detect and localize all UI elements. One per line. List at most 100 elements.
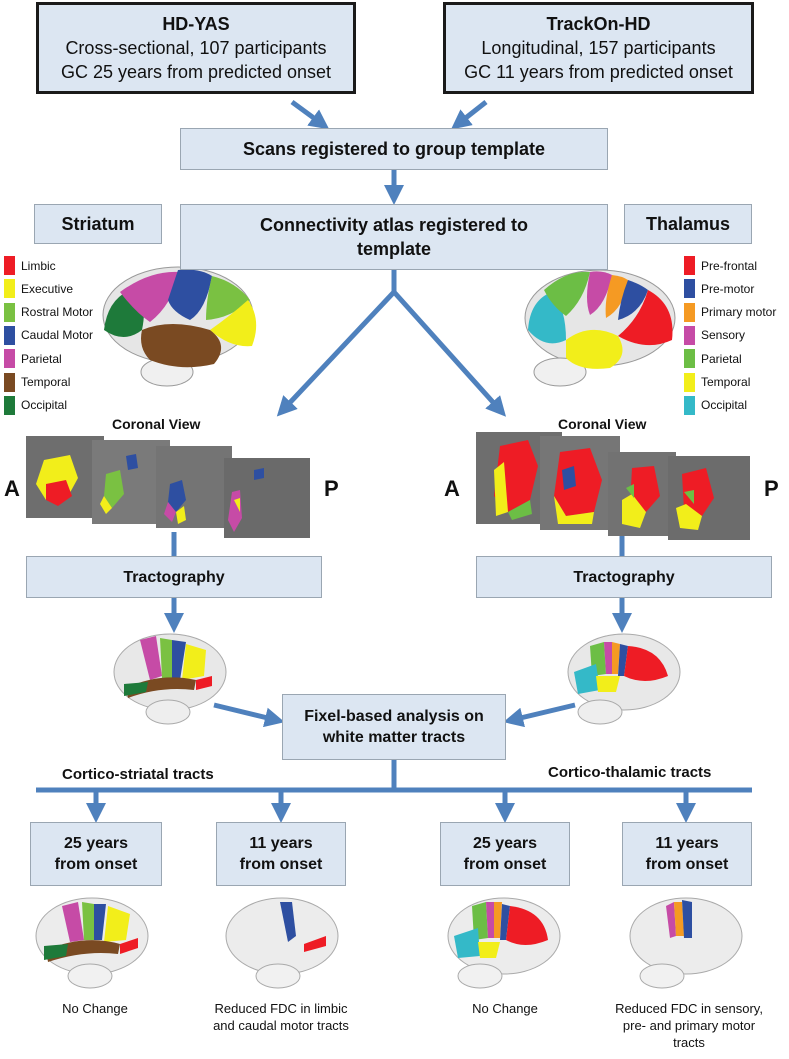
- legend-item: Executive: [4, 279, 74, 299]
- fixel-line1: Fixel-based analysis on: [304, 708, 484, 725]
- fixel-line2: white matter tracts: [322, 729, 466, 746]
- atlas-line1: Connectivity atlas registered to: [259, 215, 529, 235]
- legend-item: Temporal: [684, 372, 751, 392]
- tractography-box-left: Tractography: [26, 556, 322, 598]
- fixel-analysis-box: Fixel-based analysis on white matter tra…: [282, 694, 506, 760]
- atlas-box: Connectivity atlas registered to templat…: [180, 204, 608, 270]
- coronal-slices-left: [26, 436, 310, 538]
- legend-item: Occipital: [4, 395, 67, 415]
- legend-label: Temporal: [701, 375, 751, 389]
- legend-swatch: [684, 325, 695, 345]
- tracto-brain-left: [113, 633, 227, 725]
- outcome-1-caption-line1: No Change: [62, 1001, 128, 1016]
- brain-atlas-left: [102, 266, 257, 387]
- outcome-4-caption-line1: Reduced FDC in sensory,: [615, 1001, 763, 1016]
- outcome-1-line2: from onset: [54, 856, 138, 873]
- outcome-4-line2: from onset: [645, 856, 729, 873]
- tractography-box-right: Tractography: [476, 556, 772, 598]
- outcome-4-caption: Reduced FDC in sensory, pre- and primary…: [594, 1000, 784, 1051]
- legend-item: Parietal: [4, 349, 62, 369]
- legend-item: Sensory: [684, 325, 746, 345]
- outcome-box-1: 25 years from onset: [30, 822, 162, 886]
- legend-swatch: [684, 302, 695, 322]
- outcome-box-3: 25 years from onset: [440, 822, 570, 886]
- outcome-1-line1: 25 years: [63, 835, 129, 852]
- outcome-3-caption: No Change: [430, 1000, 580, 1017]
- outcome-brain-1: [35, 897, 149, 989]
- trackon-line2: GC 11 years from predicted onset: [464, 62, 733, 82]
- legend-item: Parietal: [684, 349, 742, 369]
- trackon-title: TrackOn-HD: [546, 14, 651, 34]
- outcome-2-caption-line2: and caudal motor tracts: [213, 1018, 349, 1033]
- legend-swatch: [684, 279, 695, 299]
- outcome-3-caption-line1: No Change: [472, 1001, 538, 1016]
- register-box: Scans registered to group template: [180, 128, 608, 170]
- legend-swatch: [4, 372, 15, 392]
- hdyas-line2: GC 25 years from predicted onset: [60, 62, 332, 82]
- outcome-box-4: 11 years from onset: [622, 822, 752, 886]
- legend-label: Parietal: [21, 351, 62, 366]
- legend-swatch: [684, 372, 695, 392]
- cortico-striatal-label: Cortico-striatal tracts: [62, 766, 214, 783]
- legend-swatch: [4, 349, 15, 369]
- outcome-box-2: 11 years from onset: [216, 822, 346, 886]
- legend-swatch: [684, 395, 695, 415]
- hdyas-box: HD-YAS Cross-sectional, 107 participants…: [36, 2, 356, 94]
- hdyas-title: HD-YAS: [162, 14, 230, 34]
- outcome-1-caption: No Change: [20, 1000, 170, 1017]
- legend-label: Sensory: [701, 328, 746, 343]
- tracto-brain-right: [567, 633, 681, 725]
- legend-label: Executive: [21, 281, 74, 296]
- outcome-2-caption-line1: Reduced FDC in limbic: [214, 1001, 348, 1016]
- legend-label: Pre-motor: [701, 281, 755, 296]
- legend-label: Occipital: [701, 398, 748, 413]
- legend-label: Temporal: [21, 375, 71, 389]
- outcome-2-line1: 11 years: [249, 835, 313, 852]
- arrow-left-brain-to-fixel: [213, 702, 285, 728]
- trackon-box: TrackOn-HD Longitudinal, 157 participant…: [443, 2, 754, 94]
- posterior-label-left: P: [324, 476, 339, 501]
- legend-swatch: [4, 302, 15, 322]
- legend-item: Primary motor: [684, 302, 777, 322]
- legend-item: Caudal Motor: [4, 325, 94, 345]
- striatum-label: Striatum: [61, 214, 135, 234]
- legend-item: Temporal: [4, 372, 71, 392]
- legend-label: Caudal Motor: [21, 328, 94, 343]
- legend-label: Rostral Motor: [21, 305, 94, 320]
- legend-swatch: [4, 256, 15, 275]
- legend-label: Parietal: [701, 351, 742, 366]
- brain-atlas-right: [524, 269, 676, 387]
- legend-item: Rostral Motor: [4, 302, 94, 322]
- tractography-label-right: Tractography: [573, 568, 675, 586]
- outcome-3-line2: from onset: [463, 856, 547, 873]
- legend-label: Primary motor: [701, 305, 777, 320]
- coronal-view-label-left: Coronal View: [112, 416, 201, 432]
- legend-swatch: [4, 325, 15, 345]
- legend-item: Pre-frontal: [684, 256, 757, 275]
- legend-item: Pre-motor: [684, 279, 755, 299]
- legend-swatch: [684, 349, 695, 369]
- outcome-brain-4: [629, 897, 743, 989]
- outcome-3-line1: 25 years: [472, 835, 538, 852]
- hdyas-line1: Cross-sectional, 107 participants: [65, 38, 327, 58]
- anterior-label-left: A: [4, 476, 20, 501]
- legend-swatch: [4, 279, 15, 299]
- thalamus-label: Thalamus: [645, 214, 731, 234]
- legend-item: Limbic: [4, 256, 56, 275]
- coronal-view-label-right: Coronal View: [558, 416, 647, 432]
- outcome-4-caption-line2: pre- and primary motor: [622, 1018, 756, 1033]
- legend-swatch: [4, 395, 15, 415]
- outcome-2-caption: Reduced FDC in limbic and caudal motor t…: [186, 1000, 376, 1034]
- outcome-brain-2: [225, 897, 339, 989]
- register-text: Scans registered to group template: [242, 139, 546, 159]
- arrow-trackon-to-register: [450, 100, 488, 130]
- atlas-line2: template: [356, 239, 432, 259]
- anterior-label-right: A: [444, 476, 460, 501]
- legend-swatch: [684, 256, 695, 275]
- outcome-brain-3: [447, 897, 561, 989]
- arrow-atlas-to-left: [276, 290, 396, 417]
- striatum-box: Striatum: [34, 204, 162, 244]
- thalamus-box: Thalamus: [624, 204, 752, 244]
- tractography-label-left: Tractography: [123, 568, 225, 586]
